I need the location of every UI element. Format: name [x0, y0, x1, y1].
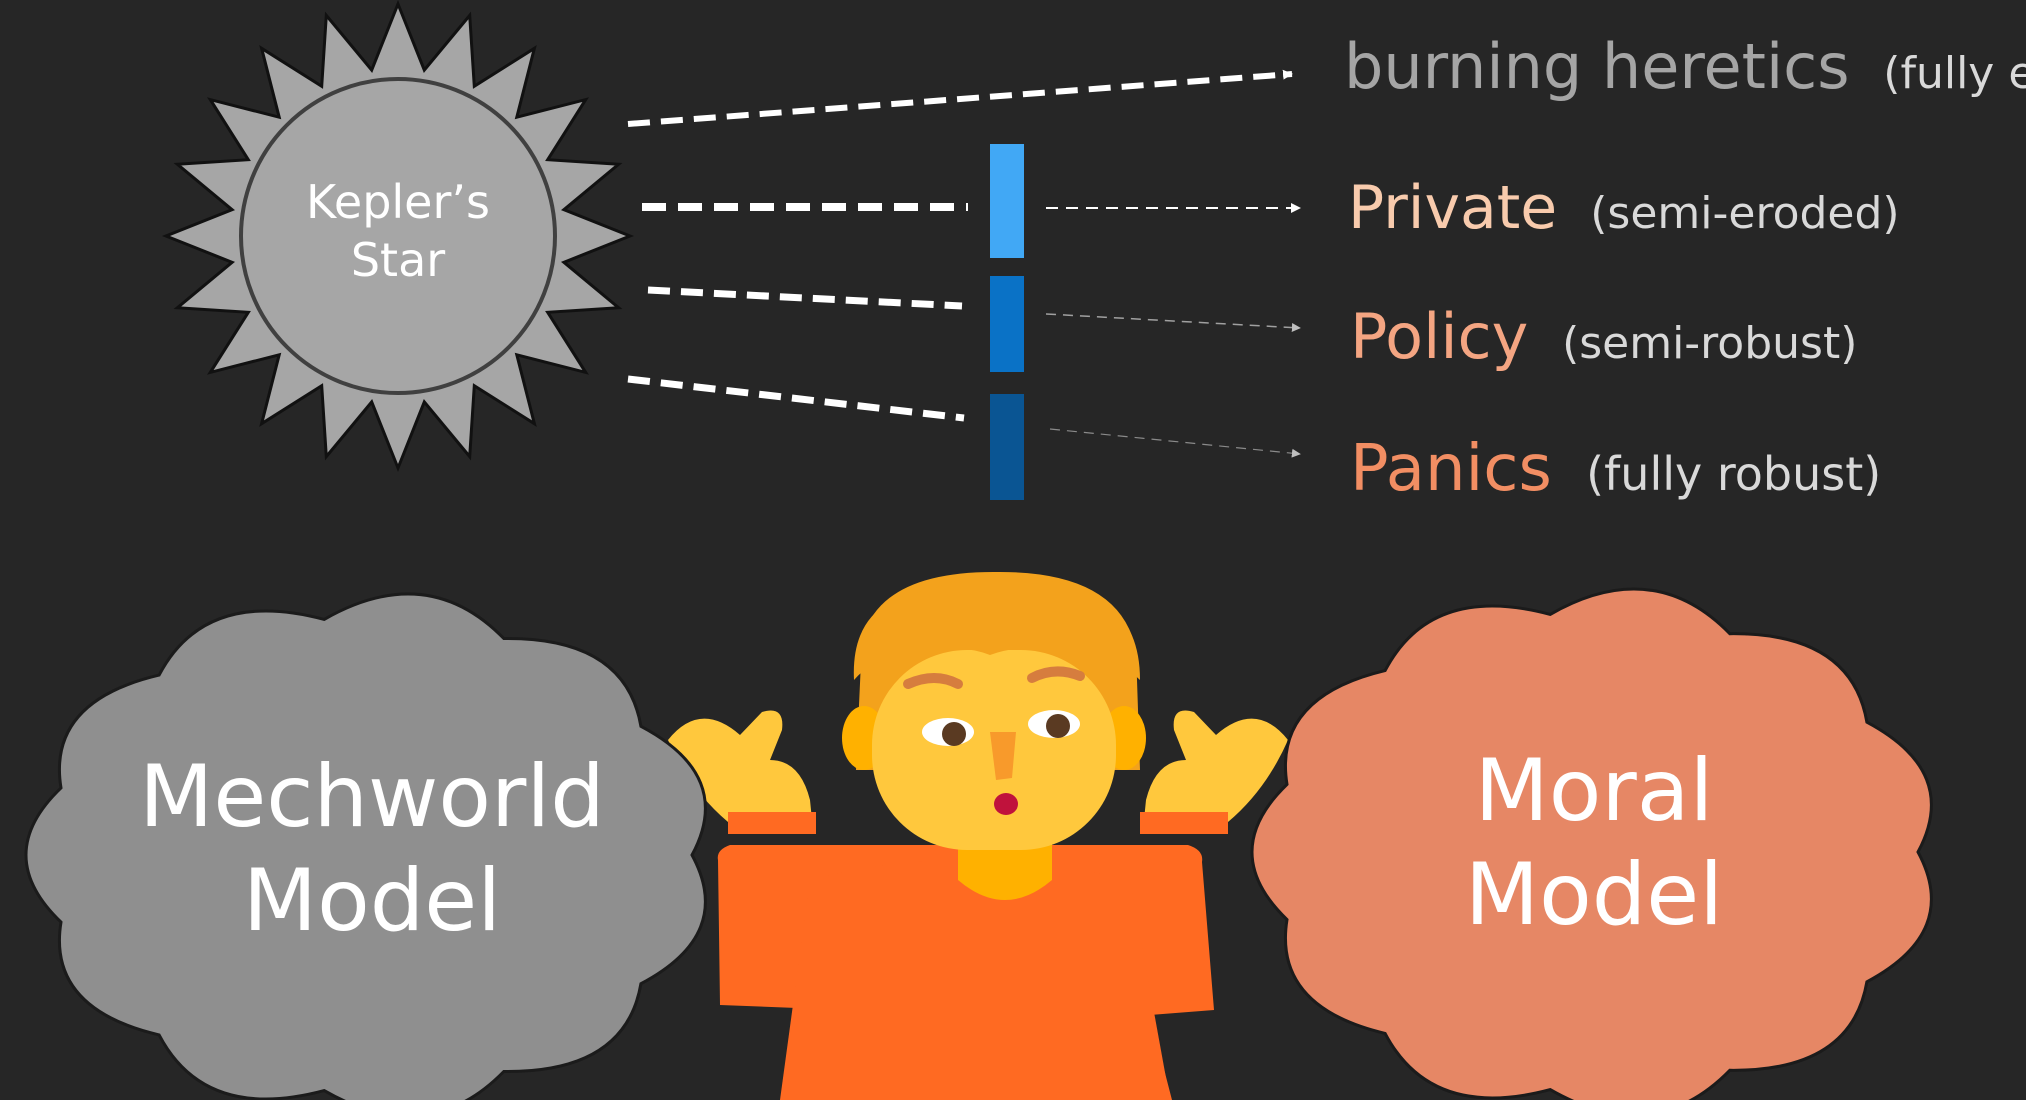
moral-label-line1: Moral	[1475, 741, 1714, 841]
star-label-line2: Star	[351, 233, 445, 287]
outcome-panics-status: (fully robust)	[1586, 447, 1881, 501]
moral-cloud-shape	[1250, 587, 1933, 1100]
outcome-heretics-term: burning heretics	[1344, 30, 1850, 103]
outcome-heretics: burning heretics (fully extinct)	[1344, 30, 2026, 103]
star-core	[239, 77, 557, 395]
ray-to-panics-filter	[627, 375, 965, 422]
filter-bar-policy	[990, 276, 1024, 372]
mechworld-cloud: Mechworld Model	[24, 592, 707, 1100]
outcome-heretics-status: (fully extinct)	[1883, 48, 2026, 99]
mechworld-label-line1: Mechworld	[139, 747, 605, 847]
moral-cloud: Moral Model	[1250, 587, 1933, 1100]
outcome-policy-status: (semi-robust)	[1562, 318, 1857, 369]
person-shrugging-icon	[668, 571, 1288, 1100]
outcome-panics-term: Panics	[1350, 432, 1552, 506]
star-label-line1: Kepler’s	[306, 175, 490, 229]
ray-to-policy-filter	[647, 286, 963, 310]
arrow-to-panics	[1049, 428, 1301, 458]
filter-bar-private	[990, 144, 1024, 258]
filter-bars	[990, 144, 1024, 500]
outcome-labels: burning heretics (fully extinct) Private…	[1344, 30, 2026, 506]
outcome-policy: Policy (semi-robust)	[1350, 300, 1857, 373]
star-rays-group	[627, 69, 1293, 422]
outcome-private-term: Private	[1348, 173, 1557, 243]
kepler-star: Kepler’s Star	[161, 0, 635, 473]
outcome-private: Private (semi-eroded)	[1348, 173, 1900, 243]
arrow-to-policy	[1045, 313, 1301, 333]
mechworld-label-line2: Model	[243, 851, 501, 951]
outcome-panics: Panics (fully robust)	[1350, 432, 1881, 506]
outcome-private-status: (semi-eroded)	[1590, 188, 1899, 239]
outcome-policy-term: Policy	[1350, 300, 1528, 373]
moral-label-line2: Model	[1465, 845, 1723, 945]
transmitted-arrows	[1045, 203, 1301, 458]
ray-to-heretics	[627, 69, 1293, 127]
mechworld-cloud-shape	[24, 592, 707, 1100]
filter-bar-panics	[990, 394, 1024, 500]
